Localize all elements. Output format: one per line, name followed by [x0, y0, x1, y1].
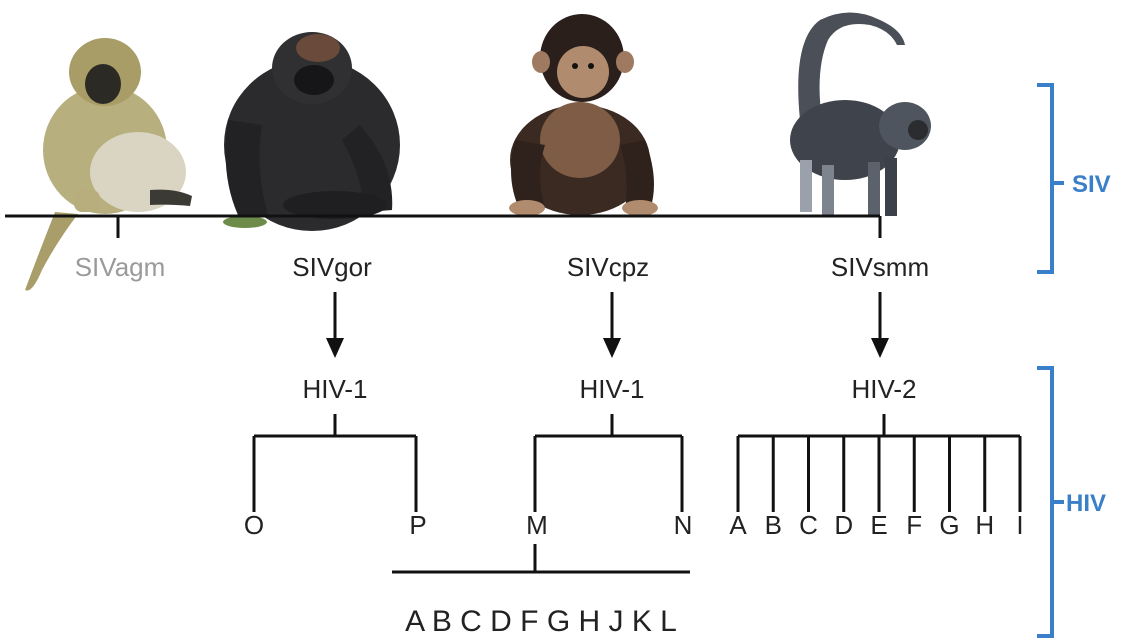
- group-n-label: N: [674, 510, 693, 540]
- arrow-cpz-to-hiv1: [603, 292, 621, 358]
- hiv1-cpz-label: HIV-1: [579, 374, 644, 404]
- tree-hiv2: [738, 414, 1020, 512]
- sivagm-label: SIVagm: [75, 252, 166, 282]
- sooty-mangabey-image: [790, 13, 931, 218]
- hiv2-group-a-label: A: [729, 510, 747, 540]
- hiv2-group-h-label: H: [975, 510, 994, 540]
- hiv2-group-i-label: I: [1016, 510, 1023, 540]
- hiv-bracket-label: HIV: [1066, 490, 1106, 517]
- sivcpz-label: SIVcpz: [567, 252, 649, 282]
- sivsmm-label: SIVsmm: [831, 252, 929, 282]
- tree-hiv1-cpz: [535, 414, 682, 512]
- hiv2-group-c-label: C: [799, 510, 818, 540]
- gorilla-image: [223, 32, 400, 231]
- siv-bracket: [1037, 85, 1064, 272]
- tree-hiv1-gor: [254, 414, 416, 512]
- chimpanzee-image: [509, 14, 658, 216]
- arrow-smm-to-hiv2: [871, 292, 889, 358]
- hiv2-group-d-label: D: [834, 510, 853, 540]
- hiv2-group-e-label: E: [870, 510, 887, 540]
- hiv2-label: HIV-2: [851, 374, 916, 404]
- group-o-label: O: [244, 510, 264, 540]
- arrow-gor-to-hiv1: [326, 292, 344, 358]
- hiv2-group-b-label: B: [765, 510, 782, 540]
- subtypes-label: A B C D F G H J K L: [405, 605, 677, 638]
- group-p-label: P: [409, 510, 426, 540]
- hiv2-group-f-label: F: [906, 510, 922, 540]
- hiv2-group-g-label: G: [939, 510, 959, 540]
- sivgor-label: SIVgor: [292, 252, 372, 282]
- siv-bracket-label: SIV: [1072, 171, 1111, 198]
- group-m-label: M: [526, 510, 548, 540]
- hiv1-gor-label: HIV-1: [302, 374, 367, 404]
- hiv-bracket: [1037, 368, 1064, 636]
- tree-group-m-subtypes: [392, 544, 690, 572]
